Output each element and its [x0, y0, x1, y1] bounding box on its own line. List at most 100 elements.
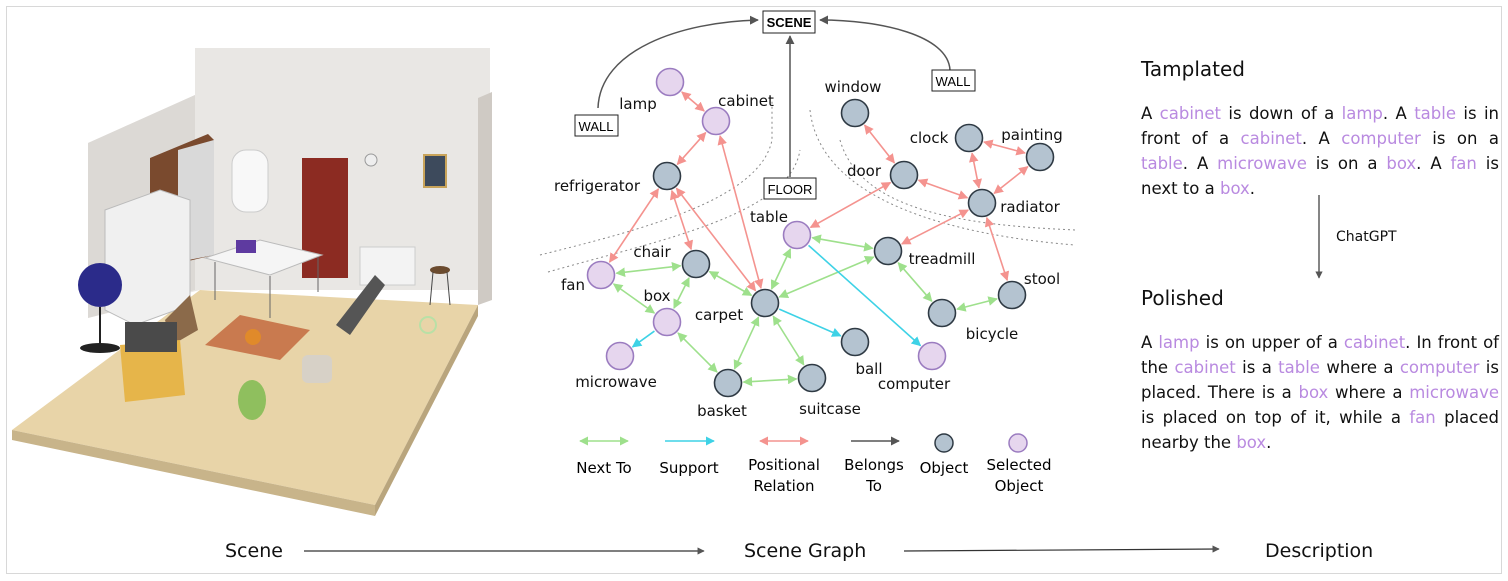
node-suitcase	[797, 363, 827, 393]
bicycle-shape	[419, 316, 437, 334]
node-microwave	[605, 341, 635, 371]
fan-shape	[78, 263, 122, 307]
text-segment: is placed on top of it, while a	[1141, 408, 1410, 427]
edge-carpet-basket	[733, 316, 760, 370]
text-segment: placed nearby the	[1141, 408, 1499, 452]
templated-title: Tamplated	[1141, 57, 1245, 81]
edge-carpet-suitcase	[772, 315, 805, 366]
edge-table-door	[809, 181, 892, 229]
highlighted-object: microwave	[1409, 383, 1499, 402]
basket-shape	[238, 380, 266, 420]
pipeline-description: Description	[1265, 540, 1374, 562]
legend-support-label: Support	[659, 459, 718, 477]
node-chair	[681, 249, 711, 279]
room-illustration	[12, 48, 492, 516]
radiator-shape	[359, 246, 416, 286]
text-segment: A	[1141, 333, 1159, 352]
highlighted-object: lamp	[1341, 104, 1383, 123]
microwave-shape	[125, 322, 177, 352]
text-segment: is a	[1235, 358, 1279, 377]
highlighted-object: box	[1386, 154, 1417, 173]
node-label-radiator: radiator	[1000, 198, 1060, 216]
clock-shape	[364, 153, 378, 167]
node-label-refrigerator: refrigerator	[554, 177, 641, 195]
wall-right-label: WALL	[936, 74, 971, 89]
scene-node: SCENE	[762, 10, 816, 34]
legend-next-label: Next To	[576, 459, 632, 477]
text-segment: . In front of the	[1141, 333, 1499, 377]
highlighted-object: cabinet	[1343, 333, 1406, 352]
node-label-carpet: carpet	[695, 306, 743, 324]
node-cabinet	[701, 106, 731, 136]
node-lamp	[655, 67, 685, 97]
floor-front-left	[12, 430, 375, 516]
figure-frame	[6, 6, 1502, 574]
edge-carpet-treadmill	[778, 255, 875, 299]
node-label-window: window	[825, 78, 882, 96]
edge-box-basket	[677, 332, 718, 373]
node-computer	[917, 341, 947, 371]
suitcase-shape	[302, 355, 332, 383]
text-segment: . A	[1382, 104, 1415, 123]
wall-left-node: WALL	[574, 114, 619, 137]
edge-door-radiator	[917, 178, 969, 200]
edge-radiator-treadmill	[900, 209, 970, 245]
node-fan	[586, 260, 616, 290]
edge-painting-radiator	[993, 166, 1029, 194]
text-segment: where a	[1319, 358, 1400, 377]
treadmill-shape	[336, 275, 385, 335]
node-label-computer: computer	[878, 375, 951, 393]
floor-label: FLOOR	[768, 182, 813, 197]
node-label-lamp: lamp	[619, 95, 657, 113]
node-treadmill	[873, 236, 903, 266]
highlighted-object: cabinet	[1159, 104, 1221, 123]
legend-object-icon	[934, 433, 954, 453]
text-segment: .	[1249, 179, 1256, 198]
floor-front-right	[375, 305, 478, 516]
node-label-chair: chair	[633, 243, 671, 261]
wall-right-node: WALL	[931, 69, 976, 92]
highlighted-object: fan	[1409, 408, 1436, 427]
chatgpt-label: ChatGPT	[1336, 229, 1397, 245]
node-door	[889, 160, 919, 190]
templated-text: A cabinet is down of a lamp. A table is …	[1141, 101, 1499, 201]
highlighted-object: lamp	[1158, 333, 1200, 352]
node-clock	[954, 123, 984, 153]
text-segment: . A	[1416, 154, 1451, 173]
node-label-suitcase: suitcase	[799, 400, 861, 418]
legend-positional-label-1: Positional	[748, 456, 820, 474]
computer-shape	[236, 240, 256, 253]
legend-belongs-label-2: To	[865, 477, 882, 495]
pipeline-arrow-2	[903, 545, 1220, 553]
wall-right-to-scene	[819, 15, 951, 71]
text-segment: .	[1266, 433, 1272, 452]
node-label-door: door	[847, 162, 882, 180]
edge-clock-painting	[983, 139, 1026, 156]
highlighted-object: table	[1141, 154, 1183, 173]
node-painting	[1025, 142, 1055, 172]
highlighted-object: box	[1236, 433, 1267, 452]
edge-refrigerator-fan	[608, 188, 660, 263]
edge-fan-chair	[615, 262, 682, 277]
node-table	[782, 220, 812, 250]
node-label-fan: fan	[561, 276, 585, 294]
text-segment: is on a	[1306, 154, 1387, 173]
highlighted-object: microwave	[1217, 154, 1307, 173]
node-refrigerator	[652, 161, 682, 191]
edge-box-microwave	[631, 330, 655, 348]
legend-object-label: Object	[920, 459, 969, 477]
legend-belongs-label-1: Belongs	[844, 456, 904, 474]
edge-table-computer	[808, 244, 922, 347]
edge-stool-bicycle	[956, 296, 998, 312]
text-segment: . A	[1301, 129, 1342, 148]
painting-shape	[423, 154, 447, 188]
node-box	[652, 307, 682, 337]
node-label-clock: clock	[910, 129, 949, 147]
text-segment: is down of a	[1221, 104, 1342, 123]
stool-shape	[430, 266, 450, 274]
node-label-box: box	[643, 287, 670, 305]
node-stool	[997, 280, 1027, 310]
scene-node-label: SCENE	[767, 15, 812, 30]
text-segment: where a	[1328, 383, 1410, 402]
